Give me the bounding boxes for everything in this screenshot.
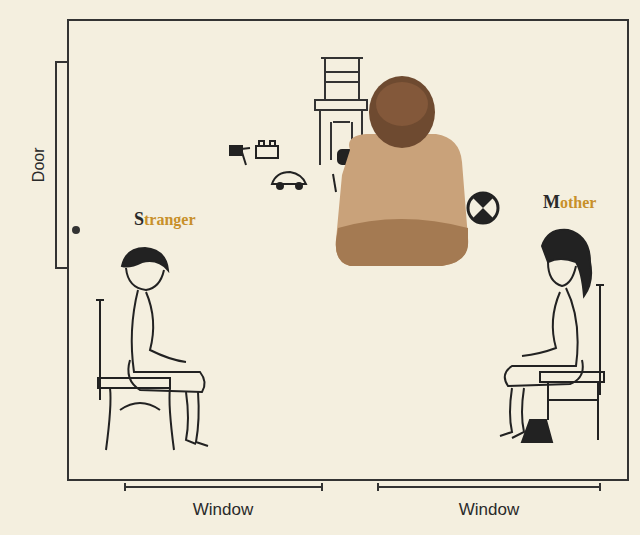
- window-label: Window: [193, 501, 253, 520]
- door-label: Door: [29, 148, 47, 183]
- child-figure: [336, 76, 468, 266]
- stranger-label: Stranger: [134, 210, 196, 230]
- window-label: Window: [459, 501, 519, 520]
- toys: [230, 141, 354, 192]
- stranger-figure: [96, 248, 208, 450]
- ball: [468, 192, 498, 224]
- mother-figure: [500, 230, 604, 442]
- mother-label: Mother: [543, 193, 596, 213]
- door-symbol: [56, 62, 79, 268]
- room-outline: [68, 20, 628, 480]
- window-symbol: [125, 483, 600, 491]
